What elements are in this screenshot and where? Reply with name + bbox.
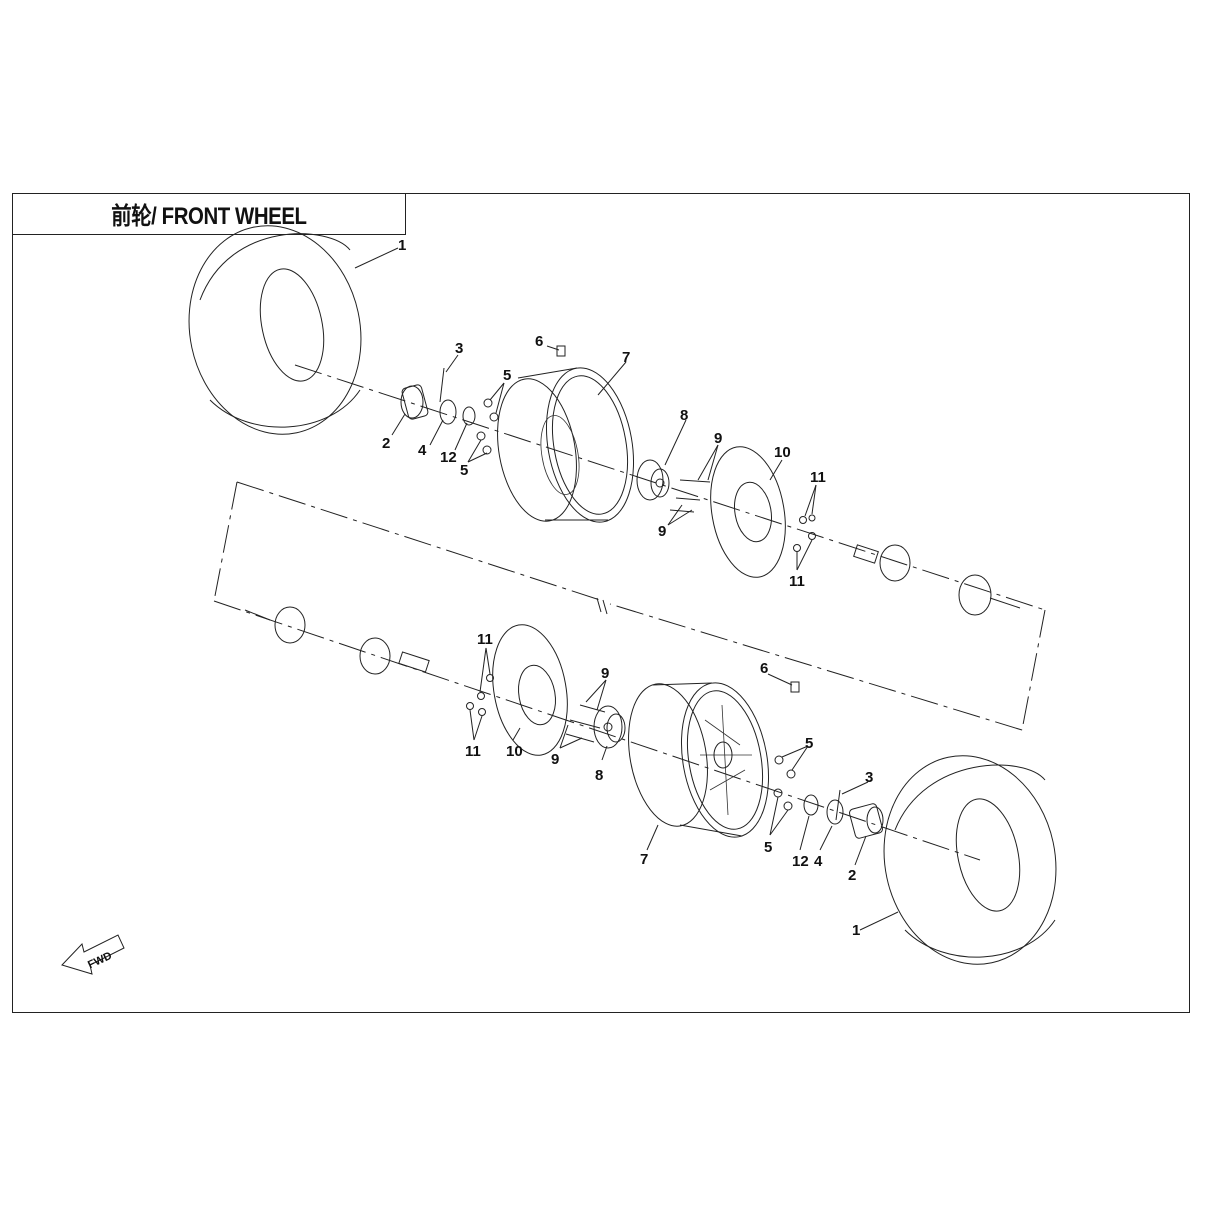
callout-upper-5b: 5 (460, 462, 468, 479)
callout-lower-3: 3 (865, 769, 873, 786)
lower-hub-bolts (565, 704, 606, 743)
callout-upper-9b: 9 (658, 523, 666, 540)
upper-castle-nut (439, 399, 457, 425)
callout-lower-7: 7 (640, 851, 648, 868)
callout-lower-12: 12 (792, 853, 809, 870)
upper-valve (556, 345, 566, 357)
upper-cv-axle (853, 544, 1021, 616)
upper-tire (188, 225, 362, 435)
upper-rim (497, 367, 635, 523)
lower-tire (883, 755, 1057, 965)
upper-disc-bolts (793, 514, 816, 552)
callout-lower-5a: 5 (805, 735, 813, 752)
callout-lower-8: 8 (595, 767, 603, 784)
fwd-arrow-icon: FWD (61, 934, 125, 975)
link-lines (213, 481, 1046, 731)
callout-upper-10: 10 (774, 444, 791, 461)
upper-hub (636, 459, 670, 501)
callout-lower-6: 6 (760, 660, 768, 677)
lower-leader-lines (469, 647, 899, 931)
callout-lower-1: 1 (852, 922, 860, 939)
callout-lower-2: 2 (848, 867, 856, 884)
callout-upper-3: 3 (455, 340, 463, 357)
page-title: 前轮/ FRONT WHEEL (110, 203, 307, 230)
callout-lower-11a: 11 (477, 631, 493, 648)
lower-axis-line (213, 600, 981, 861)
callout-lower-11b: 11 (465, 743, 481, 760)
lower-cotter-pin (835, 789, 841, 821)
callout-upper-11a: 11 (810, 469, 826, 486)
callout-upper-4: 4 (418, 442, 427, 459)
upper-axis-line (294, 364, 1046, 611)
diagram-frame (12, 193, 1190, 1013)
callout-lower-9a: 9 (601, 665, 609, 682)
upper-leader-lines (354, 247, 817, 571)
upper-hub-cap (400, 384, 429, 420)
callout-upper-12: 12 (440, 449, 457, 466)
lower-cv-axle (244, 606, 430, 675)
callout-lower-5b: 5 (764, 839, 772, 856)
callout-upper-9a: 9 (714, 430, 722, 447)
title-box: 前轮/ FRONT WHEEL (12, 193, 406, 235)
callout-upper-2: 2 (382, 435, 390, 452)
lower-hub (593, 705, 626, 749)
callout-upper-5a: 5 (503, 367, 511, 384)
upper-washer (462, 406, 476, 426)
callout-upper-1: 1 (398, 237, 406, 254)
upper-callouts: 1 2 3 4 5 5 6 7 8 9 9 10 11 11 12 (382, 237, 826, 590)
callout-lower-10: 10 (506, 743, 523, 760)
callout-upper-6: 6 (535, 333, 543, 350)
callout-upper-7: 7 (622, 349, 630, 366)
lower-washer (803, 794, 819, 816)
upper-lug-nuts (476, 398, 499, 455)
callout-upper-8: 8 (680, 407, 688, 424)
upper-hub-bolts (669, 479, 711, 513)
lower-disc-bolts (466, 674, 494, 716)
callout-lower-9b: 9 (551, 751, 559, 768)
upper-cotter-pin (439, 367, 445, 403)
lower-brake-disc (492, 624, 568, 756)
fwd-label: FWD (86, 950, 114, 971)
lower-valve (790, 681, 800, 693)
lower-hub-cap (848, 803, 884, 839)
lower-rim (628, 682, 770, 838)
callout-upper-11b: 11 (789, 573, 805, 590)
lower-callouts: 1 2 3 4 5 5 6 7 8 9 9 10 11 11 12 (465, 631, 873, 939)
callout-lower-4: 4 (814, 853, 823, 870)
lower-castle-nut (826, 799, 844, 825)
upper-brake-disc (710, 446, 786, 578)
